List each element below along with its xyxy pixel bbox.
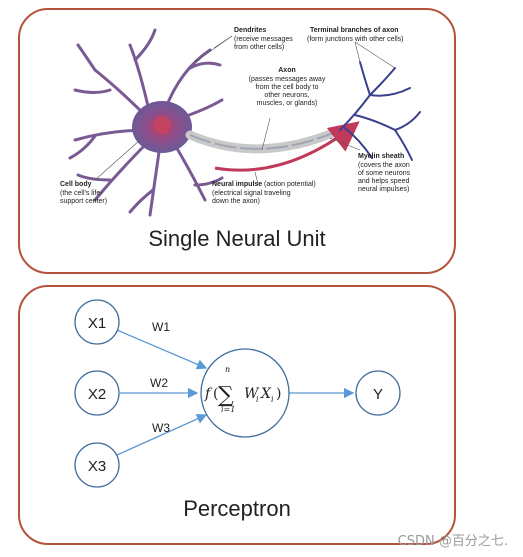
weight-label-w3: W3 bbox=[152, 421, 170, 435]
formula-x: X bbox=[260, 386, 272, 402]
edge-x1 bbox=[116, 329, 208, 370]
neural-impulse-arrow bbox=[214, 121, 360, 172]
label-terminal: Terminal branches of axon bbox=[310, 27, 399, 34]
label-dendrites: Dendrites bbox=[234, 27, 266, 34]
svg-text:i: i bbox=[256, 395, 259, 404]
label-myelin-desc-3: and helps speed bbox=[358, 178, 409, 185]
perceptron-caption: Perceptron bbox=[183, 496, 291, 521]
input-node-x2 bbox=[74, 370, 120, 416]
formula-upper: n bbox=[225, 365, 230, 374]
activation-formula: f ( ∑ n i=1 W i X i ) bbox=[204, 365, 281, 414]
label-terminal-desc: (form junctions with other cells) bbox=[307, 36, 403, 43]
perceptron-diagram: X1 X2 X3 Y W1 W2 W3 f ( ∑ n i=1 W i X i … bbox=[74, 299, 401, 488]
output-label-y: Y bbox=[373, 386, 383, 403]
formula-f: f bbox=[204, 386, 213, 402]
label-cellbody-desc-1: (the cell's life- bbox=[60, 190, 103, 197]
svg-text:): ) bbox=[276, 386, 281, 402]
terminal-branches-shape bbox=[339, 61, 421, 161]
label-axon-desc-4: muscles, or glands) bbox=[257, 100, 318, 107]
sum-node bbox=[200, 348, 290, 438]
label-dendrites-desc-1: (receive messages bbox=[234, 36, 293, 43]
label-cellbody-desc-2: support center) bbox=[60, 198, 107, 205]
svg-text:(: ( bbox=[213, 386, 218, 402]
output-node bbox=[355, 370, 401, 416]
input-label-x3: X3 bbox=[88, 458, 106, 475]
label-dendrites-desc-2: from other cells) bbox=[234, 44, 284, 51]
label-myelin-desc-1: (covers the axon bbox=[358, 162, 410, 169]
label-myelin-desc-2: of some neurons bbox=[358, 170, 411, 177]
formula-lower: i=1 bbox=[221, 405, 235, 414]
weight-label-w2: W2 bbox=[150, 376, 168, 390]
label-neural-impulse: Neural impulse bbox=[212, 181, 262, 188]
input-label-x2: X2 bbox=[88, 386, 106, 403]
weight-label-w1: W1 bbox=[152, 320, 170, 334]
formula-w: W bbox=[244, 386, 260, 402]
label-axon-desc-1: (passes messages away bbox=[249, 76, 326, 83]
watermark: CSDN @百分之七. bbox=[398, 534, 508, 549]
label-myelin: Myelin sheath bbox=[358, 153, 404, 160]
input-node-x1 bbox=[74, 299, 120, 345]
formula-sigma: ∑ bbox=[218, 383, 234, 408]
svg-text:i: i bbox=[271, 395, 274, 404]
label-axon-desc-2: from the cell body to bbox=[255, 84, 318, 91]
label-axon: Axon bbox=[278, 67, 296, 74]
neuron-caption: Single Neural Unit bbox=[148, 226, 325, 251]
label-myelin-desc-4: neural impulses) bbox=[358, 186, 409, 193]
neuron-illustration bbox=[68, 28, 421, 217]
label-impulse-desc-3: down the axon) bbox=[212, 198, 260, 205]
input-node-x3 bbox=[74, 442, 120, 488]
label-cell-body: Cell body bbox=[60, 181, 92, 188]
input-label-x1: X1 bbox=[88, 315, 106, 332]
label-impulse-desc-1: (action potential) bbox=[264, 181, 316, 188]
label-impulse-desc-2: (electrical signal traveling bbox=[212, 190, 291, 197]
edge-x3 bbox=[116, 413, 208, 456]
label-axon-desc-3: other neurons, bbox=[264, 92, 309, 99]
